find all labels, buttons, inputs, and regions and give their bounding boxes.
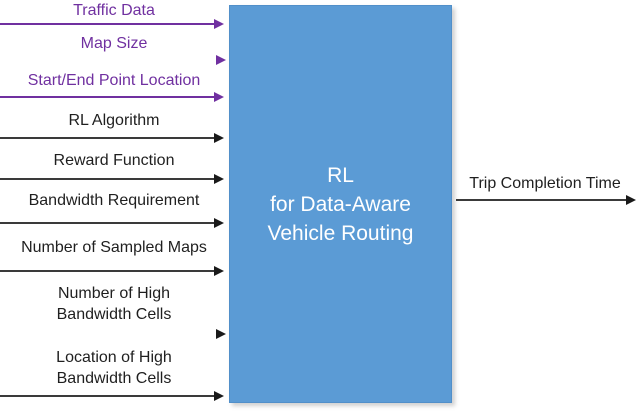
input-label-location-of-high-bandwidth-cells: Location of High Bandwidth Cells — [56, 349, 172, 387]
input-arrow-head-reward-function — [214, 174, 224, 184]
input-arrow-head-traffic-data — [214, 19, 224, 29]
input-arrow-line-start-end-point-location — [0, 96, 218, 98]
output-arrow-line-trip-completion-time — [456, 199, 626, 201]
input-arrow-line-number-of-sampled-maps — [0, 270, 218, 272]
input-label-number-of-high-bandwidth-cells: Number of High Bandwidth Cells — [56, 285, 172, 323]
input-arrow-head-bandwidth-requirement — [214, 218, 224, 228]
input-label-map-size: Map Size — [80, 35, 148, 52]
input-arrow-head-number-of-high-bandwidth-cells — [216, 329, 226, 339]
input-arrow-line-traffic-data — [0, 23, 218, 25]
input-label-reward-function: Reward Function — [53, 152, 175, 169]
input-arrow-line-location-of-high-bandwidth-cells — [0, 395, 218, 397]
input-label-start-end-point-location: Start/End Point Location — [27, 72, 201, 89]
input-arrow-line-bandwidth-requirement — [0, 222, 218, 224]
input-arrow-head-start-end-point-location — [214, 92, 224, 102]
input-arrow-head-map-size — [216, 55, 226, 65]
input-label-traffic-data: Traffic Data — [73, 2, 155, 19]
input-label-number-of-sampled-maps: Number of Sampled Maps — [21, 239, 207, 256]
output-label-trip-completion-time: Trip Completion Time — [469, 175, 621, 192]
rl-process-box: RL for Data-Aware Vehicle Routing — [229, 5, 452, 403]
input-arrow-line-rl-algorithm — [0, 137, 218, 139]
rl-process-box-title: RL for Data-Aware Vehicle Routing — [267, 163, 414, 245]
output-arrow-head-trip-completion-time — [626, 195, 636, 205]
input-label-bandwidth-requirement: Bandwidth Requirement — [28, 192, 200, 209]
input-arrow-head-rl-algorithm — [214, 133, 224, 143]
input-arrow-head-number-of-sampled-maps — [214, 266, 224, 276]
input-arrow-line-reward-function — [0, 178, 218, 180]
input-label-rl-algorithm: RL Algorithm — [68, 112, 160, 129]
input-arrow-head-location-of-high-bandwidth-cells — [214, 391, 224, 401]
